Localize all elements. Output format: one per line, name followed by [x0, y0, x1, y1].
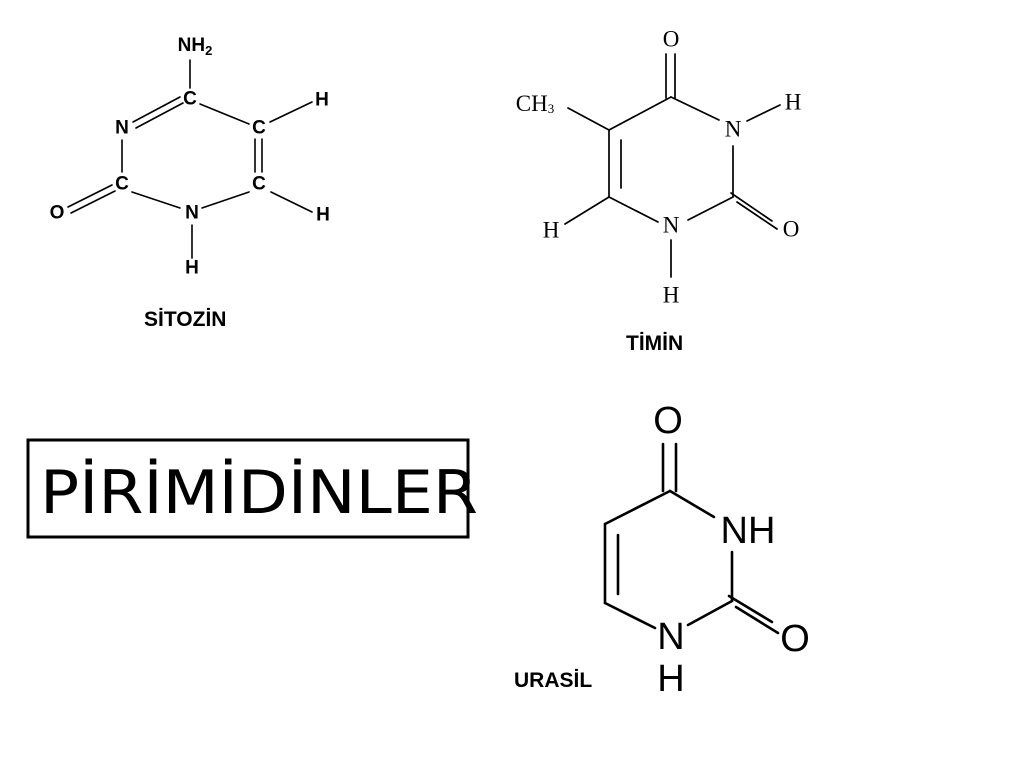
- cytosine-atom-nh2: NH2: [178, 35, 213, 58]
- bond-c6-h6: [270, 191, 313, 213]
- bond-c6-n1: [608, 196, 659, 223]
- cytosine-atom-o2: O: [50, 203, 65, 224]
- uracil-atom-o2: O: [780, 618, 810, 660]
- thymine-atom-ch3: CH3: [516, 91, 554, 116]
- bond-c5-h5: [269, 101, 313, 123]
- title-box: [26, 438, 470, 539]
- thymine-atom-n1: N: [663, 213, 680, 238]
- cytosine-atom-c2: C: [115, 174, 129, 195]
- cytosine-label: SİTOZİN: [144, 308, 226, 331]
- cytosine-atom-c5: C: [252, 118, 266, 139]
- cytosine-structure: NH2 C N C H C O C H N H SİTOZİN: [50, 35, 330, 332]
- uracil-label: URASİL: [514, 669, 592, 692]
- bond-c4-c5: [199, 103, 250, 125]
- thymine-structure: O CH3 N H O N H H TİMİN: [516, 27, 802, 356]
- page-title: PİRİMİDİNLER: [40, 457, 478, 528]
- thymine-atom-n3: N: [725, 117, 742, 142]
- bond-c6-n1: [603, 601, 657, 630]
- bond-c6-h6: [564, 196, 610, 225]
- bond-c2-o2-a: [730, 192, 773, 222]
- bond-c4-c5: [608, 96, 672, 131]
- cytosine-atom-h6: H: [316, 205, 330, 226]
- uracil-atom-n1: N: [657, 616, 684, 658]
- uracil-atom-h1: H: [657, 658, 684, 700]
- bond-c6-n1: [201, 191, 250, 209]
- bond-n1-c2: [687, 196, 734, 221]
- bond-c2-o2-a: [727, 594, 774, 624]
- thymine-atom-h1: H: [663, 283, 680, 308]
- bond-c2-o2-b: [734, 605, 780, 635]
- bond-c2-o2-double-b: [70, 190, 116, 214]
- uracil-atom-nh3: NH: [721, 510, 776, 552]
- cytosine-atom-h1: H: [185, 258, 199, 279]
- thymine-atom-h3: H: [785, 90, 802, 115]
- thymine-atom-o4: O: [663, 27, 680, 52]
- bond-n3-c4: [668, 489, 716, 519]
- bond-n3-c4: [670, 96, 720, 121]
- thymine-atom-o2: O: [783, 217, 800, 242]
- bond-c5-ch3: [567, 107, 610, 131]
- thymine-label: TİMİN: [626, 332, 683, 355]
- bond-c4-n3-double-a: [132, 96, 181, 123]
- title-group: PİRİMİDİNLER: [26, 438, 478, 539]
- uracil-atom-o4: O: [653, 400, 683, 442]
- uracil-structure: O NH N H O URASİL: [514, 400, 810, 700]
- bond-n1-c2: [686, 599, 734, 627]
- bond-c2-n1: [131, 191, 181, 209]
- cytosine-atom-n1: N: [185, 203, 199, 224]
- bond-c4-c5: [603, 489, 672, 526]
- bond-n3-h3: [746, 104, 781, 122]
- bond-c4-n3-double-b: [135, 102, 184, 129]
- bond-c2-o2-double-a: [67, 184, 113, 208]
- bond-c2-o2-b: [736, 201, 778, 230]
- cytosine-atom-c6: C: [252, 174, 266, 195]
- cytosine-atom-c4: C: [183, 89, 197, 110]
- thymine-atom-h6: H: [543, 218, 560, 243]
- cytosine-atom-h5: H: [315, 90, 329, 111]
- cytosine-atom-n3: N: [115, 118, 129, 139]
